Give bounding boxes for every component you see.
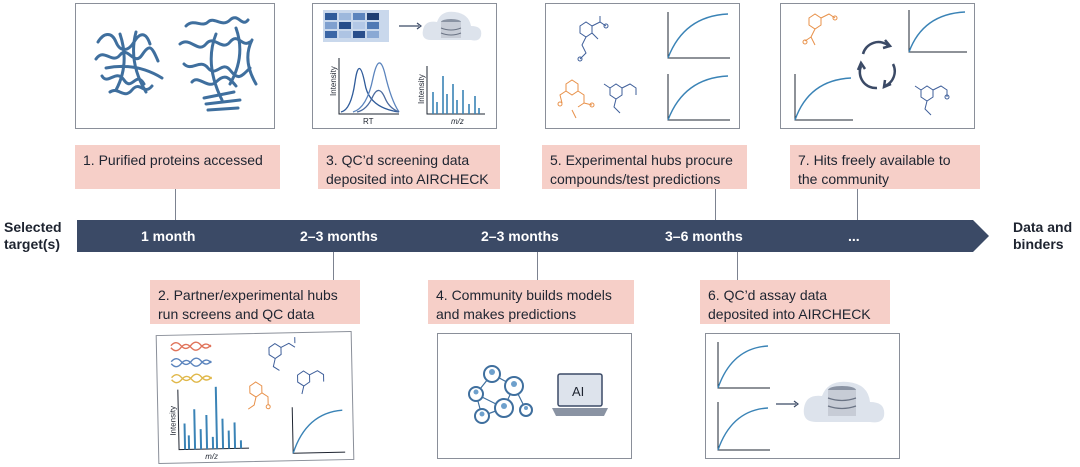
step-3-label: 3. QC’d screening data deposited into AI… bbox=[318, 145, 500, 189]
step-5-label: 5. Experimental hubs procure compounds/t… bbox=[542, 145, 747, 189]
molecule-icon bbox=[802, 13, 838, 46]
step-7-connector bbox=[857, 189, 858, 220]
dose-response-curve bbox=[291, 407, 346, 454]
step-1-connector bbox=[175, 189, 176, 220]
dose-response-curve bbox=[717, 402, 770, 451]
step-1-label: 1. Purified proteins accessed bbox=[75, 145, 280, 189]
molecules-and-curves bbox=[557, 12, 730, 121]
y-axis-label: Intensity bbox=[417, 74, 426, 104]
dose-response-curve bbox=[717, 342, 770, 389]
duration-3: 2–3 months bbox=[481, 228, 559, 244]
chromatogram-icon: Intensity RT bbox=[329, 58, 400, 126]
network-icon bbox=[468, 365, 533, 424]
timeline-start-label: Selected target(s) bbox=[4, 219, 62, 252]
assay-data-panel bbox=[705, 333, 900, 459]
step-6-connector bbox=[737, 252, 738, 280]
step-4-label: 4. Community builds models and makes pre… bbox=[428, 280, 634, 324]
mass-spectrum-icon: Intensity m/z bbox=[417, 66, 485, 126]
x-axis-label: m/z bbox=[205, 452, 218, 461]
y-axis-label: Intensity bbox=[329, 66, 338, 96]
duration-2: 2–3 months bbox=[300, 228, 378, 244]
mass-spectrum-icon: Intensity m/z bbox=[168, 386, 250, 461]
step-4-connector bbox=[537, 252, 538, 280]
community-hits-panel bbox=[780, 3, 975, 129]
molecule-icon bbox=[247, 381, 271, 410]
step-6-label: 6. QC’d assay data deposited into AIRCHE… bbox=[700, 280, 890, 324]
timeline-arrow bbox=[77, 220, 989, 252]
dose-response-curve bbox=[667, 74, 730, 121]
duration-4: 3–6 months bbox=[665, 228, 743, 244]
screening-data-graphic: Intensity RT Intensity m/z bbox=[323, 10, 485, 126]
laptop-icon: AI bbox=[552, 373, 608, 416]
molecule-icon bbox=[557, 79, 595, 119]
duration-5: ... bbox=[848, 228, 860, 244]
x-axis-label: m/z bbox=[451, 117, 464, 126]
duration-1: 1 month bbox=[141, 228, 196, 244]
molecule-icon bbox=[577, 16, 637, 114]
screening-data-panel: Intensity RT Intensity m/z bbox=[312, 3, 497, 129]
screening-run-graphic: Intensity m/z bbox=[168, 337, 346, 461]
step-2-connector bbox=[333, 252, 334, 280]
step-7-label: 7. Hits freely available to the communit… bbox=[790, 145, 980, 189]
screening-run-panel: Intensity m/z bbox=[155, 330, 355, 465]
hits-cycle-graphic bbox=[794, 10, 967, 121]
protein-structure-panel bbox=[75, 3, 275, 129]
cycle-arrows-icon bbox=[856, 39, 896, 90]
y-axis-label: Intensity bbox=[168, 406, 178, 436]
timeline-end-label: Data and binders bbox=[1013, 219, 1073, 252]
dose-response-curve bbox=[794, 74, 853, 121]
heatmap-icon bbox=[323, 10, 389, 42]
molecule-icon bbox=[914, 85, 950, 116]
dose-response-curve bbox=[908, 10, 967, 53]
assay-data-graphic bbox=[717, 342, 885, 451]
ai-label: AI bbox=[572, 384, 584, 399]
step-2-label: 2. Partner/experimental hubs run screens… bbox=[150, 280, 360, 324]
dna-sequence-icon bbox=[170, 341, 213, 384]
cloud-database-icon bbox=[422, 11, 482, 41]
community-models-panel: AI bbox=[437, 333, 632, 459]
cloud-database-icon bbox=[803, 381, 885, 423]
step-5-connector bbox=[715, 189, 716, 220]
x-axis-label: RT bbox=[363, 117, 374, 126]
community-models-graphic: AI bbox=[468, 365, 608, 424]
molecule-icon bbox=[268, 337, 325, 395]
predictions-testing-panel bbox=[545, 3, 740, 129]
dose-response-curve bbox=[667, 12, 730, 59]
protein-structure-icon bbox=[94, 16, 258, 112]
